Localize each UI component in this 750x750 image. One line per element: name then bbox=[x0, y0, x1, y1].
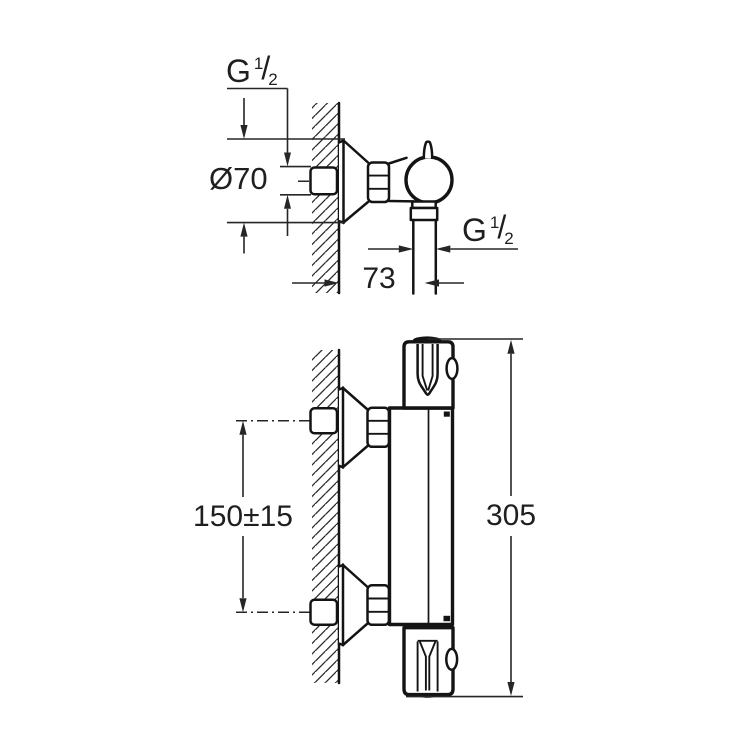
dim-wall-offset bbox=[292, 279, 464, 287]
lower-wall-union bbox=[309, 598, 339, 626]
label-escutcheon-diameter: Ø70 bbox=[209, 161, 268, 196]
bottom-handle-grip-inner bbox=[418, 641, 437, 691]
thread-slash: / bbox=[497, 209, 507, 245]
dim-wall-union-thread bbox=[227, 87, 311, 236]
top-handle-grip-inner bbox=[421, 344, 434, 391]
thread-prefix: G bbox=[226, 53, 251, 89]
upper-escutcheon-fill bbox=[339, 388, 368, 468]
body-top-stop-mark bbox=[443, 411, 450, 417]
lower-escutcheon-cone bbox=[337, 563, 369, 647]
upper-hex-nut-facets bbox=[367, 419, 389, 435]
upper-escutcheon-cone bbox=[337, 386, 369, 469]
escutcheon-fill bbox=[339, 140, 368, 223]
lower-escutcheon-fill bbox=[339, 565, 368, 645]
dim-escutcheon-diameter bbox=[227, 98, 345, 254]
valve-head bbox=[404, 155, 454, 205]
thread-numerator: 1 bbox=[253, 54, 264, 73]
thread-denominator: 2 bbox=[268, 70, 278, 89]
hex-nut bbox=[366, 161, 391, 204]
dim-overall-height bbox=[406, 338, 523, 698]
wall-hatch-front bbox=[312, 350, 339, 683]
outlet-collar-lower bbox=[409, 206, 439, 222]
thread-denominator: 2 bbox=[504, 229, 514, 248]
thread-slash: / bbox=[261, 50, 271, 86]
lower-hex-nut bbox=[366, 584, 391, 627]
hex-nut-facets bbox=[368, 174, 389, 190]
dim-outlet-thread bbox=[368, 245, 518, 253]
body-bottom-stop-mark bbox=[443, 615, 451, 622]
body-top-edge bbox=[387, 156, 408, 165]
label-wall-offset: 73 bbox=[362, 262, 396, 295]
side-view bbox=[227, 87, 518, 295]
valve-body bbox=[387, 406, 455, 627]
knob-pin bbox=[422, 140, 434, 159]
label-center-distance: 150±15 bbox=[193, 500, 293, 533]
lower-hex-nut-facets bbox=[367, 597, 389, 613]
bottom-handle-button bbox=[445, 647, 459, 671]
upper-wall-union bbox=[309, 407, 339, 435]
thread-prefix: G bbox=[462, 212, 487, 248]
top-handle-button bbox=[445, 356, 459, 381]
wall-union bbox=[309, 166, 339, 196]
wall-hatch bbox=[312, 103, 339, 293]
upper-hex-nut bbox=[366, 406, 391, 449]
bottom-handle-grip bbox=[416, 639, 439, 692]
thread-numerator: 1 bbox=[489, 213, 500, 232]
front-view bbox=[236, 336, 523, 698]
top-handle-grip bbox=[416, 344, 439, 396]
dim-center-distance bbox=[239, 420, 247, 613]
label-overall-height: 305 bbox=[485, 499, 537, 532]
